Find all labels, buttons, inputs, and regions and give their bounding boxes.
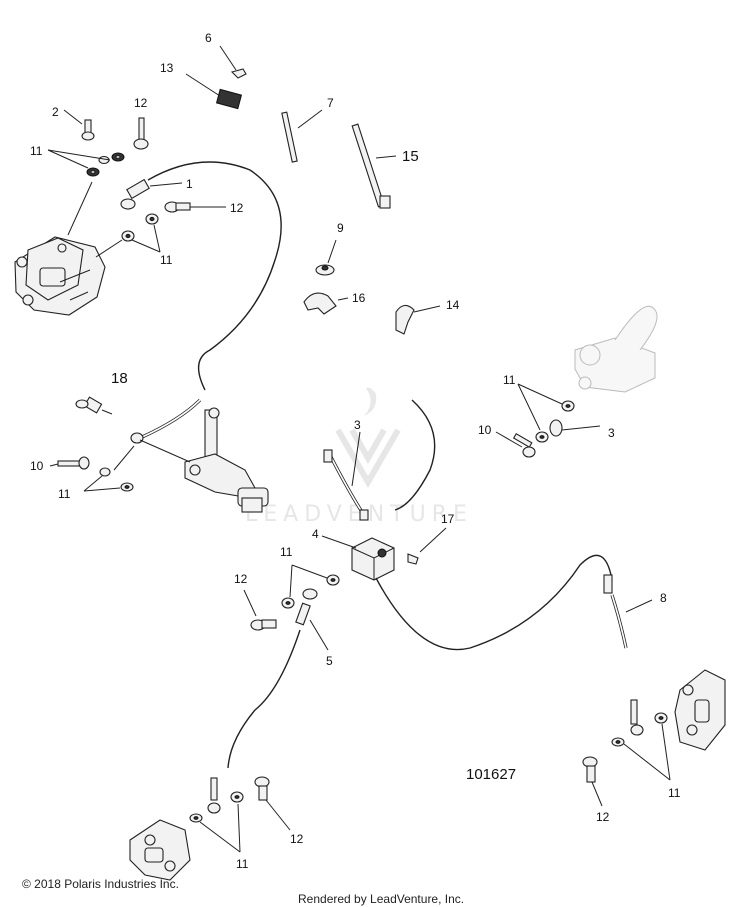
callout-8: 8 — [660, 591, 667, 605]
cable-tie-7 — [281, 109, 323, 163]
callout-12: 12 — [234, 572, 248, 586]
callout-11: 11 — [280, 545, 293, 559]
front-left-caliper — [14, 236, 106, 316]
callout-12: 12 — [230, 201, 244, 215]
callout-14: 14 — [446, 298, 460, 312]
bolt-10 — [512, 433, 536, 458]
rear-right-caliper — [674, 669, 726, 751]
callout-16: 16 — [352, 291, 366, 305]
leadventure-watermark: LEADVENTURE — [245, 387, 473, 527]
callout-5: 5 — [326, 654, 333, 668]
callout-12: 12 — [596, 810, 610, 824]
callout-3: 3 — [608, 426, 615, 440]
callout-10: 10 — [478, 423, 492, 437]
bolt-12 — [133, 117, 149, 150]
clip-13 — [185, 73, 243, 110]
diagram-number: 101627 — [466, 766, 516, 783]
callout-12: 12 — [134, 96, 148, 110]
clamp-16 — [303, 292, 349, 315]
master-cylinder-reference — [574, 305, 658, 393]
callout-labels: 6 13 2 12 7 11 15 1 12 9 11 16 14 18 11 … — [30, 31, 681, 871]
callout-15: 15 — [402, 148, 419, 165]
callout-1: 1 — [186, 177, 193, 191]
callout-7: 7 — [327, 96, 334, 110]
cable-tie-15 — [351, 123, 397, 209]
brake-hose-3 — [323, 431, 369, 521]
rear-brake-line — [375, 554, 613, 651]
callout-11: 11 — [503, 373, 516, 387]
callout-6: 6 — [205, 31, 212, 45]
bolt-12 — [582, 756, 598, 783]
bolt-10 — [57, 456, 90, 470]
callout-17: 17 — [441, 512, 455, 526]
callout-11: 11 — [160, 253, 173, 267]
screw-6 — [219, 45, 247, 79]
callout-11: 11 — [236, 857, 249, 871]
callout-3: 3 — [354, 418, 361, 432]
banjo-bolt-2 — [81, 119, 95, 141]
screw-17 — [407, 527, 447, 565]
copyright-text: © 2018 Polaris Industries Inc. — [22, 877, 179, 891]
watermark-text: LEADVENTURE — [245, 502, 473, 527]
bolt-12 — [164, 201, 191, 213]
bolt-12 — [250, 619, 277, 631]
callout-11: 11 — [668, 786, 681, 800]
callout-2: 2 — [52, 105, 59, 119]
rear-left-caliper — [129, 819, 191, 881]
brake-hose-fitting-1 — [120, 178, 150, 210]
callout-13: 13 — [160, 61, 174, 75]
brake-hose-8 — [603, 574, 653, 649]
callout-9: 9 — [337, 221, 344, 235]
rear-master-cylinder — [130, 398, 269, 513]
bleeder-18 — [75, 396, 113, 415]
junction-block-4 — [321, 535, 395, 581]
leader-11-to-caliper — [67, 181, 93, 236]
callout-10: 10 — [30, 459, 44, 473]
brake-hose-5 — [295, 588, 329, 651]
front-brake-line — [147, 161, 282, 391]
callout-12: 12 — [290, 832, 304, 846]
banjo-fitting-3 — [549, 419, 601, 437]
callout-11: 11 — [30, 144, 43, 158]
callout-18: 18 — [111, 370, 128, 387]
clip-14 — [395, 304, 441, 335]
rendered-by-text: Rendered by LeadVenture, Inc. — [298, 892, 464, 906]
brake-hose-fitting — [207, 777, 221, 814]
brake-hose-fitting — [630, 699, 644, 736]
callout-4: 4 — [312, 527, 319, 541]
bolt-12 — [254, 776, 270, 801]
callout-11: 11 — [58, 487, 71, 501]
grommet-9 — [315, 239, 337, 276]
washer-11 — [99, 467, 111, 477]
